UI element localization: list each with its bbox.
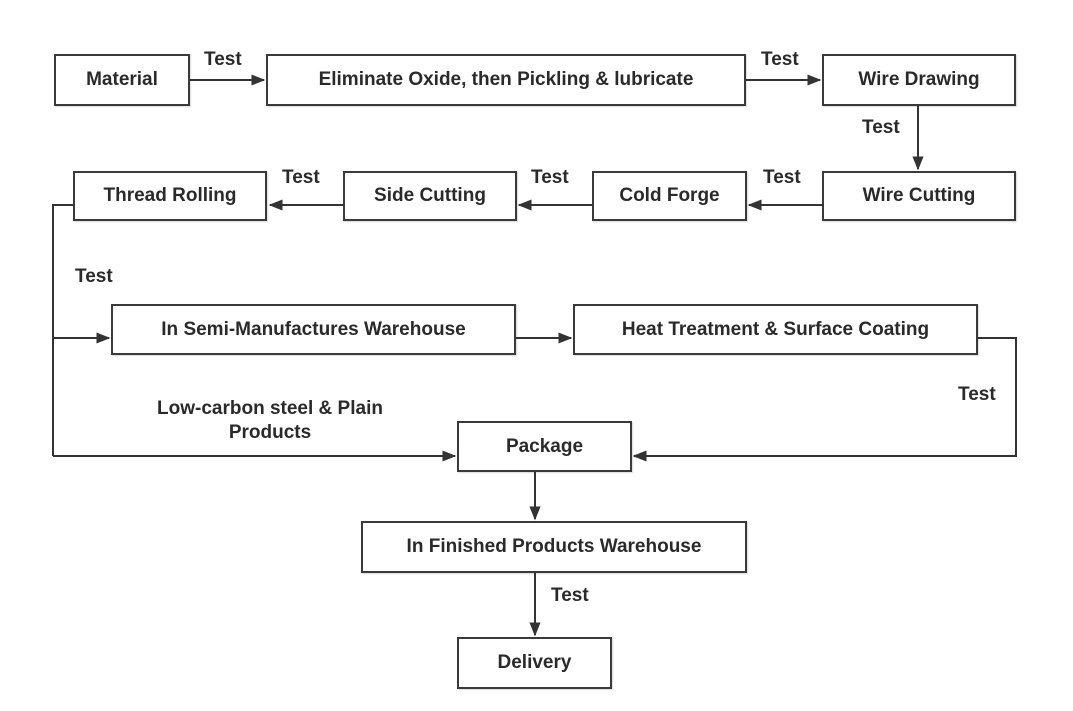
node-thread-rolling: Thread Rolling [73,171,267,221]
label-test-wire-cutting: Test [763,167,801,188]
node-wire-cutting: Wire Cutting [822,171,1016,221]
node-semi-manufactures-warehouse: In Semi-Manufactures Warehouse [111,304,516,355]
node-finished-products-warehouse: In Finished Products Warehouse [361,521,747,573]
edge-thread-rolling-spine [52,204,73,456]
label-low-carbon-line1: Low-carbon steel & Plain [157,398,383,419]
label-test-heat-treatment: Test [958,384,996,405]
label-test-thread-rolling: Test [75,266,113,287]
node-side-cutting: Side Cutting [343,171,517,221]
node-package: Package [457,421,632,472]
node-eliminate-oxide: Eliminate Oxide, then Pickling & lubrica… [266,54,746,106]
node-material: Material [54,54,190,106]
label-test-drawing: Test [862,117,900,138]
node-delivery: Delivery [457,637,612,689]
label-test-material: Test [204,49,242,70]
node-heat-treatment: Heat Treatment & Surface Coating [573,304,978,355]
label-test-eliminate: Test [761,49,799,70]
label-test-cold-forge: Test [531,167,569,188]
node-cold-forge: Cold Forge [592,171,747,221]
label-test-side-cutting: Test [282,167,320,188]
label-test-finished-warehouse: Test [551,585,589,606]
label-low-carbon-line2: Products [228,422,312,443]
node-wire-drawing: Wire Drawing [822,54,1016,106]
edge-heat-treatment-to-package [632,337,1017,462]
